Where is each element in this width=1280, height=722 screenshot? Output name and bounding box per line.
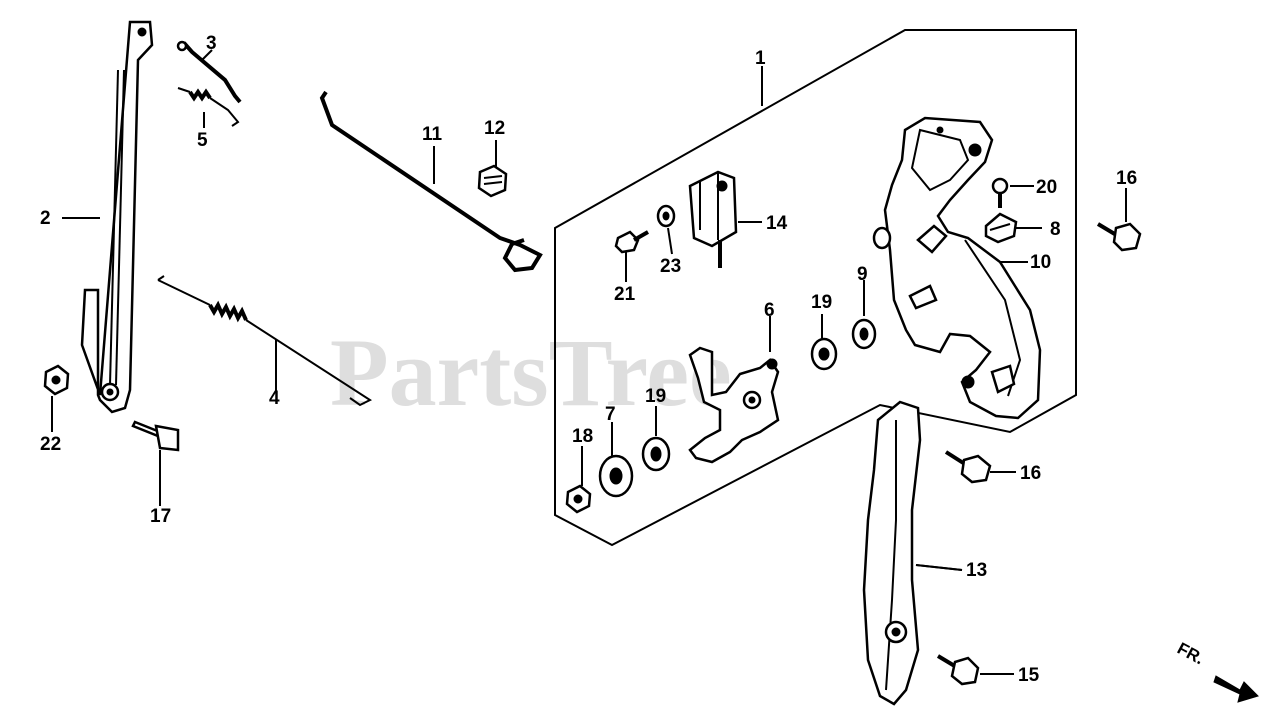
part-7-collar[interactable] <box>598 454 634 498</box>
part-4-rod-with-spring[interactable] <box>157 275 373 407</box>
part-17-t-bolt[interactable] <box>131 420 180 452</box>
part-10-control-bracket[interactable] <box>872 116 1042 420</box>
front-direction-arrow-icon <box>1213 675 1259 703</box>
callout-16-upper: 16 <box>1116 168 1137 189</box>
part-3-spring-clip[interactable] <box>176 40 242 104</box>
part-18-nut[interactable] <box>565 484 592 514</box>
callout-17: 17 <box>150 506 171 527</box>
callout-13: 13 <box>966 560 987 581</box>
part-14-switch[interactable] <box>688 170 738 268</box>
part-2-lever-arm[interactable] <box>80 20 154 414</box>
callout-21: 21 <box>614 284 636 305</box>
callout-15: 15 <box>1018 665 1040 686</box>
part-11-governor-wire[interactable] <box>319 90 543 273</box>
front-direction-label: FR. <box>1174 639 1207 669</box>
part-15-bolt[interactable] <box>936 654 980 686</box>
callout-6: 6 <box>764 300 775 321</box>
callout-20: 20 <box>1036 177 1057 198</box>
part-19-washer-a[interactable] <box>810 337 838 371</box>
part-6-throttle-plate[interactable] <box>688 346 780 464</box>
part-23-washer[interactable] <box>656 204 676 228</box>
callout-10: 10 <box>1030 252 1051 273</box>
callout-3: 3 <box>206 33 217 54</box>
callout-12: 12 <box>484 118 505 139</box>
part-16-bolt-lower[interactable] <box>944 450 992 484</box>
callout-23: 23 <box>660 256 681 277</box>
callout-7: 7 <box>605 404 616 425</box>
part-13-lower-lever[interactable] <box>862 400 922 706</box>
callout-4: 4 <box>269 388 280 409</box>
callout-18: 18 <box>572 426 593 447</box>
callout-14: 14 <box>766 213 788 234</box>
part-8-clip[interactable] <box>984 212 1018 244</box>
callout-5: 5 <box>197 130 208 151</box>
callout-8: 8 <box>1050 219 1061 240</box>
part-5-spring[interactable] <box>177 87 240 127</box>
part-22-nut[interactable] <box>43 364 70 396</box>
callout-22: 22 <box>40 434 61 455</box>
callout-11: 11 <box>422 124 443 145</box>
part-12-nut[interactable] <box>477 164 508 198</box>
part-21-screw[interactable] <box>614 230 649 254</box>
callout-19-lower: 19 <box>645 386 666 407</box>
part-9-washer[interactable] <box>851 318 877 350</box>
assembly-outline <box>554 29 1077 547</box>
callout-19-upper: 19 <box>811 292 832 313</box>
callout-1: 1 <box>755 48 766 69</box>
callout-9: 9 <box>857 264 868 285</box>
front-direction-indicator: FR. <box>1174 639 1207 669</box>
watermark-text: PartsTree <box>330 319 732 426</box>
callout-2: 2 <box>40 208 51 229</box>
part-16-bolt-upper[interactable] <box>1096 222 1142 252</box>
callout-16-lower: 16 <box>1020 463 1041 484</box>
part-20-screw[interactable] <box>991 177 1009 208</box>
part-19-washer-b[interactable] <box>641 436 671 472</box>
leader-lines <box>51 49 1127 675</box>
